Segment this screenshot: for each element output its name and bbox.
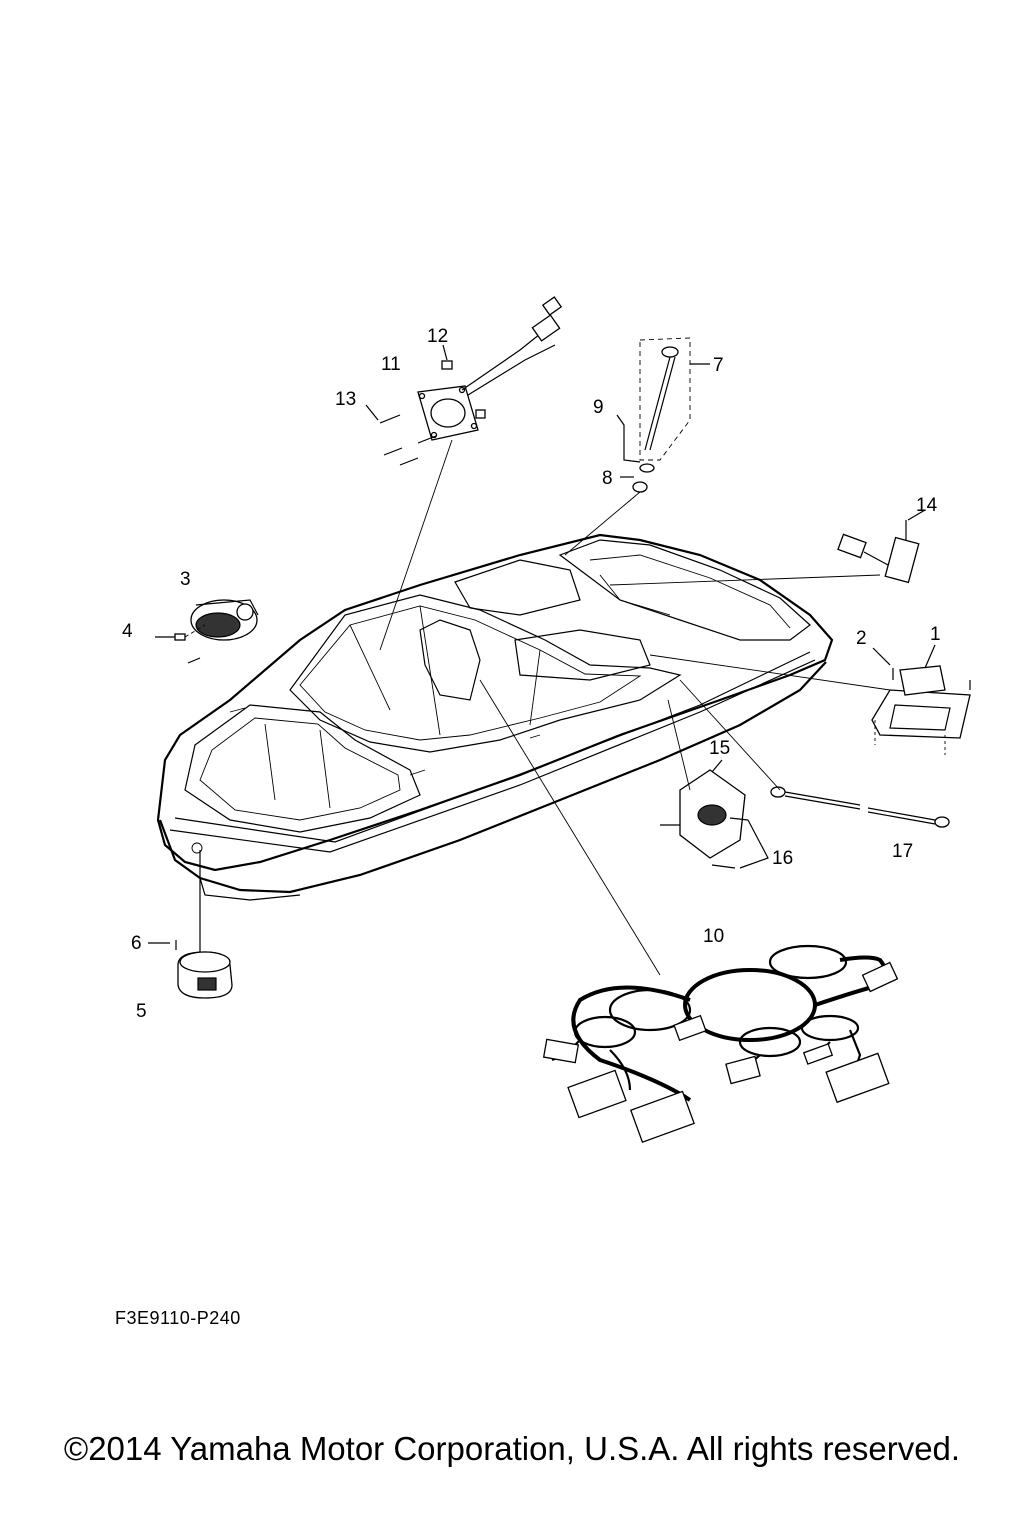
callout-11: 11 [381, 354, 401, 375]
callout-9: 9 [593, 397, 604, 418]
callout-6: 6 [131, 933, 142, 954]
part-speaker [190, 599, 259, 641]
callout-2: 2 [856, 628, 867, 649]
callout-1: 1 [930, 624, 941, 645]
part-light-5 [177, 850, 233, 999]
callout-4: 4 [122, 621, 133, 642]
part-plate-11 [379, 296, 563, 651]
part-9 [616, 414, 641, 463]
callout-16: 16 [772, 848, 793, 869]
callout-14: 14 [916, 495, 938, 516]
callout-7: 7 [713, 355, 724, 376]
part-cable-17 [679, 679, 950, 828]
callout-15: 15 [709, 738, 730, 759]
part-antenna-7 [639, 337, 710, 461]
callout-5: 5 [136, 1001, 147, 1022]
part-sensor-14 [609, 509, 926, 586]
part-harness-10 [479, 679, 899, 1144]
callout-labels: 1 2 3 4 5 6 7 8 9 10 11 12 13 14 15 16 1… [122, 326, 941, 1022]
figure-code: F3E9110-P240 [115, 1308, 241, 1328]
part-screw-2 [872, 647, 971, 690]
boat-hull [156, 533, 834, 901]
part-screw-4 [155, 624, 206, 664]
copyright-notice: ©2014 Yamaha Motor Corporation, U.S.A. A… [63, 1430, 961, 1467]
part-box-1 [649, 644, 971, 755]
part-screw-16 [711, 817, 769, 869]
callout-13: 13 [335, 389, 356, 410]
callout-17: 17 [892, 841, 913, 862]
callout-8: 8 [602, 468, 613, 489]
part-screw-13 [365, 404, 437, 466]
callout-12: 12 [427, 326, 448, 347]
callout-3: 3 [180, 569, 191, 590]
part-nut-12 [441, 344, 486, 419]
part-screw-6 [148, 940, 177, 950]
part-gasket-8 [564, 463, 655, 556]
callout-10: 10 [703, 926, 724, 947]
part-module-15 [660, 699, 746, 859]
